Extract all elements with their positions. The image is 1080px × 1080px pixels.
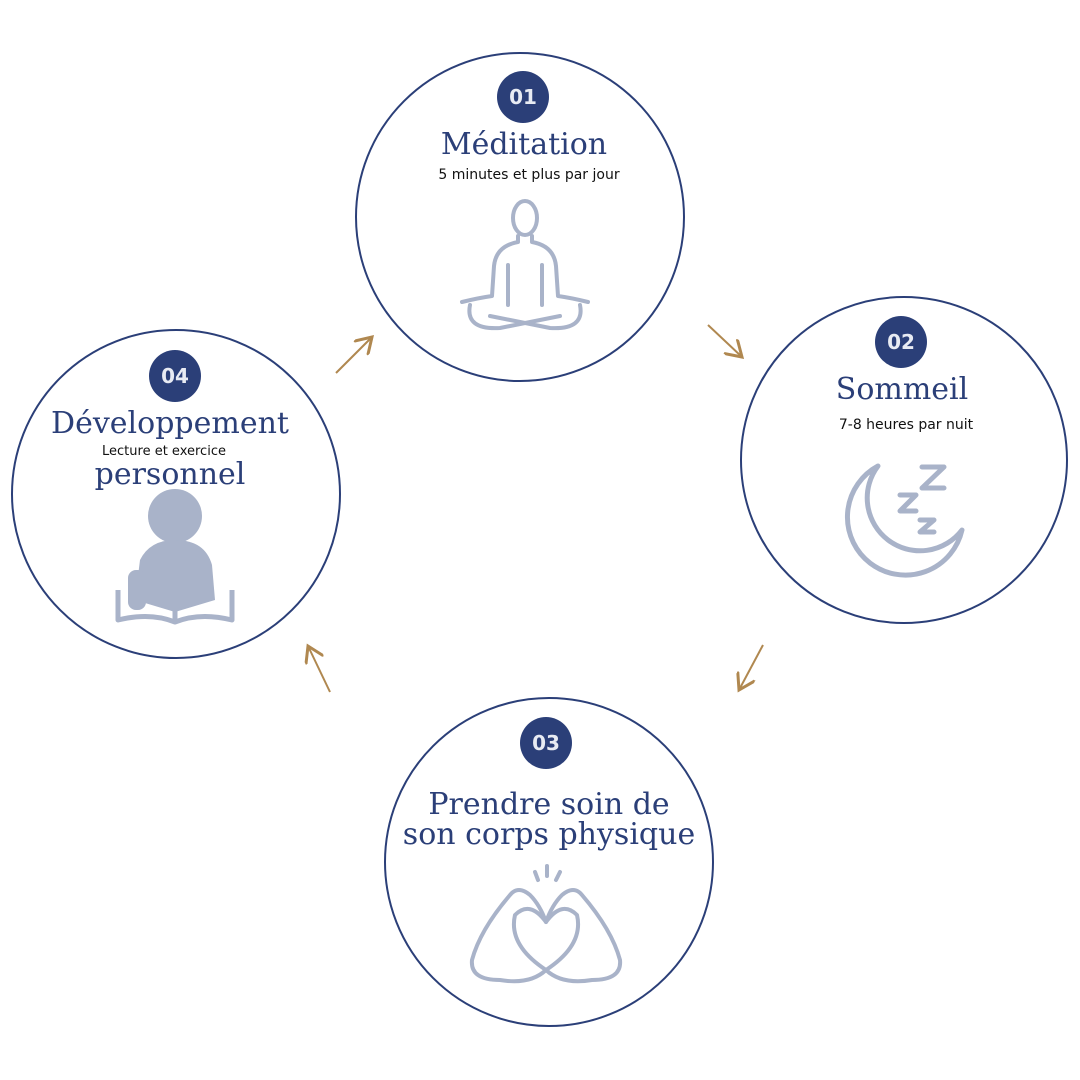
step-2-subtitle: 7-8 heures par nuit bbox=[838, 417, 974, 433]
step-1-subtitle: 5 minutes et plus par jour bbox=[438, 167, 620, 183]
step-3-title-line1: Prendre soin de bbox=[428, 787, 670, 822]
step-3-title-line2: son corps physique bbox=[402, 817, 696, 852]
step-4-badge: 04 bbox=[149, 350, 201, 402]
step-1-title: Méditation bbox=[440, 127, 608, 162]
arrow-4-to-1 bbox=[335, 337, 372, 374]
step-3-badge: 03 bbox=[520, 717, 572, 769]
step-2-title: Sommeil bbox=[835, 372, 969, 407]
step-2-badge: 02 bbox=[875, 316, 927, 368]
arrow-3-to-4 bbox=[308, 646, 331, 693]
arrow-2-to-3 bbox=[739, 644, 764, 690]
step-4-title-line2: personnel bbox=[94, 457, 246, 492]
step-4-title-line1: Développement bbox=[51, 406, 289, 441]
step-4-subtitle: Lecture et exercice bbox=[102, 444, 226, 459]
arrow-1-to-2 bbox=[707, 324, 742, 357]
step-1-badge: 01 bbox=[497, 71, 549, 123]
